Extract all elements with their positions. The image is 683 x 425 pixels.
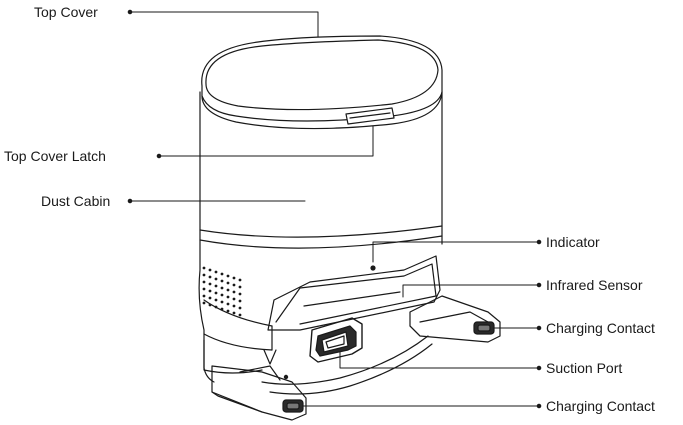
label-charging-contact-lower: Charging Contact [546,398,655,414]
charging-contacts [282,321,495,413]
station-body [198,91,443,383]
label-dust-cabin: Dust Cabin [41,193,111,209]
label-charging-contact-upper: Charging Contact [546,320,655,336]
leader-suction-port [339,341,540,369]
suction-port [309,317,363,363]
top-cover [201,35,443,130]
leader-top-cover-latch [158,117,374,157]
indicator-light [370,265,376,271]
base-plate [211,295,501,421]
label-suction-port: Suction Port [546,360,623,376]
label-top-cover: Top Cover [34,4,98,20]
label-infrared-sensor: Infrared Sensor [546,277,643,293]
leader-infrared-sensor [402,284,540,298]
label-top-cover-latch: Top Cover Latch [4,148,106,164]
leader-top-cover [129,11,319,47]
vent-grille [202,266,242,317]
label-indicator: Indicator [546,234,600,250]
leader-indicator [372,241,540,263]
